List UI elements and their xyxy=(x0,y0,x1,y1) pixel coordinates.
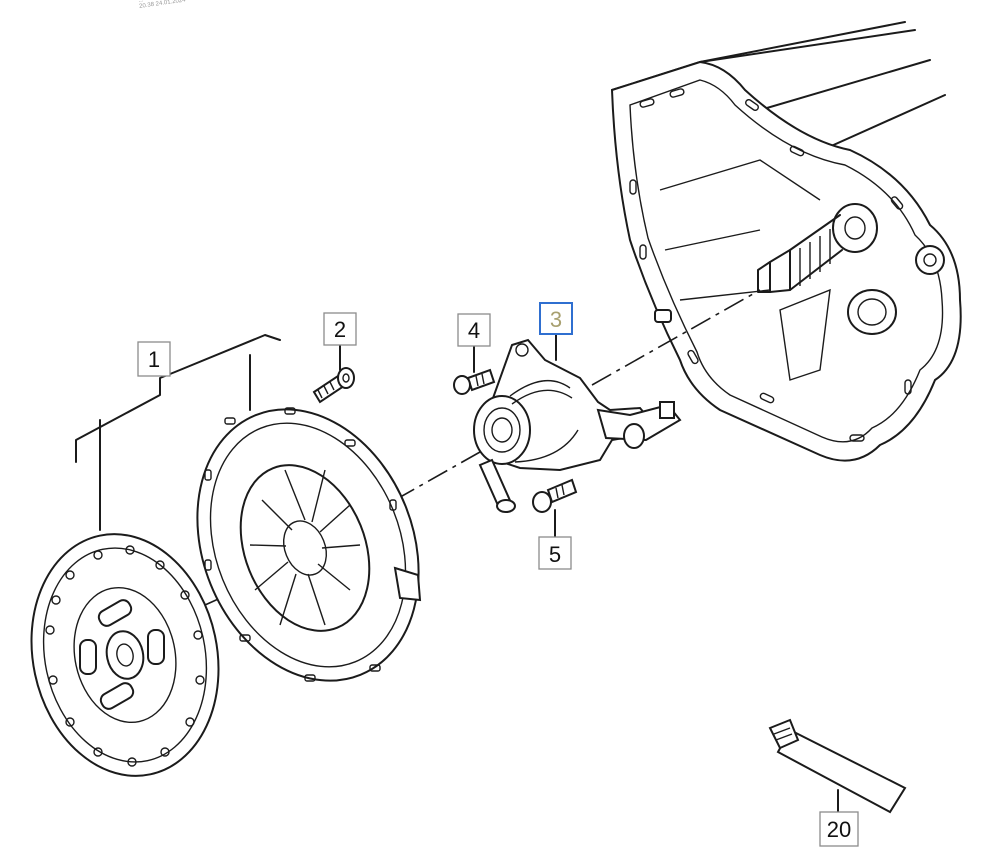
bolt-part-2 xyxy=(312,344,355,404)
pressure-plate xyxy=(196,407,422,682)
grease-tube-part-20 xyxy=(768,718,907,814)
clutch-disc xyxy=(30,533,220,777)
bolt-part-4 xyxy=(453,344,496,395)
transmission-housing xyxy=(610,21,962,462)
callout-5[interactable]: 5 xyxy=(538,536,572,570)
callout-label-20: 20 xyxy=(827,817,851,842)
release-bearing-part-3 xyxy=(473,334,682,513)
callout-4[interactable]: 4 xyxy=(457,313,491,347)
callout-3[interactable]: 3 xyxy=(539,302,573,335)
callout-label-5: 5 xyxy=(549,542,561,567)
callout-label-4: 4 xyxy=(468,318,480,343)
callout-label-3: 3 xyxy=(550,307,562,332)
callout-label-1: 1 xyxy=(148,347,160,372)
callout-2[interactable]: 2 xyxy=(323,312,357,346)
callout-20[interactable]: 20 xyxy=(819,811,859,847)
housing-bolt-slots xyxy=(629,88,912,442)
callout-label-2: 2 xyxy=(334,317,346,342)
bolt-part-5 xyxy=(532,478,578,541)
friction-holes xyxy=(45,545,205,767)
input-shaft xyxy=(757,203,878,293)
diaphragm-fingers xyxy=(249,469,361,626)
callout-1-leaders xyxy=(75,334,281,531)
damper-springs xyxy=(79,599,165,710)
callout-1[interactable]: 1 xyxy=(137,341,171,377)
